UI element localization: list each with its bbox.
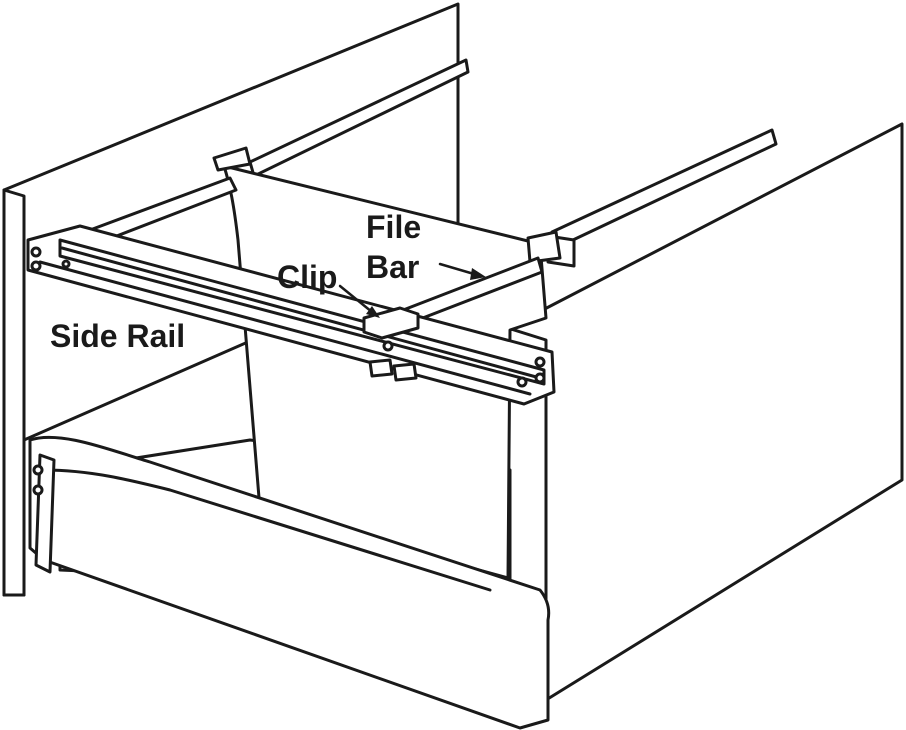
clip-arrow (338, 284, 380, 318)
side-rail (26, 224, 556, 406)
file-bar-label-line2: Bar (366, 249, 420, 285)
side-rail-label: Side Rail (50, 318, 186, 354)
cabinet-right-side (506, 122, 904, 702)
file-bar-arrow (438, 262, 486, 280)
rear-rail (248, 58, 470, 178)
file-bar-label-line1: File (366, 209, 422, 245)
clip-label: Clip (277, 259, 338, 295)
drawer-front (28, 435, 551, 730)
